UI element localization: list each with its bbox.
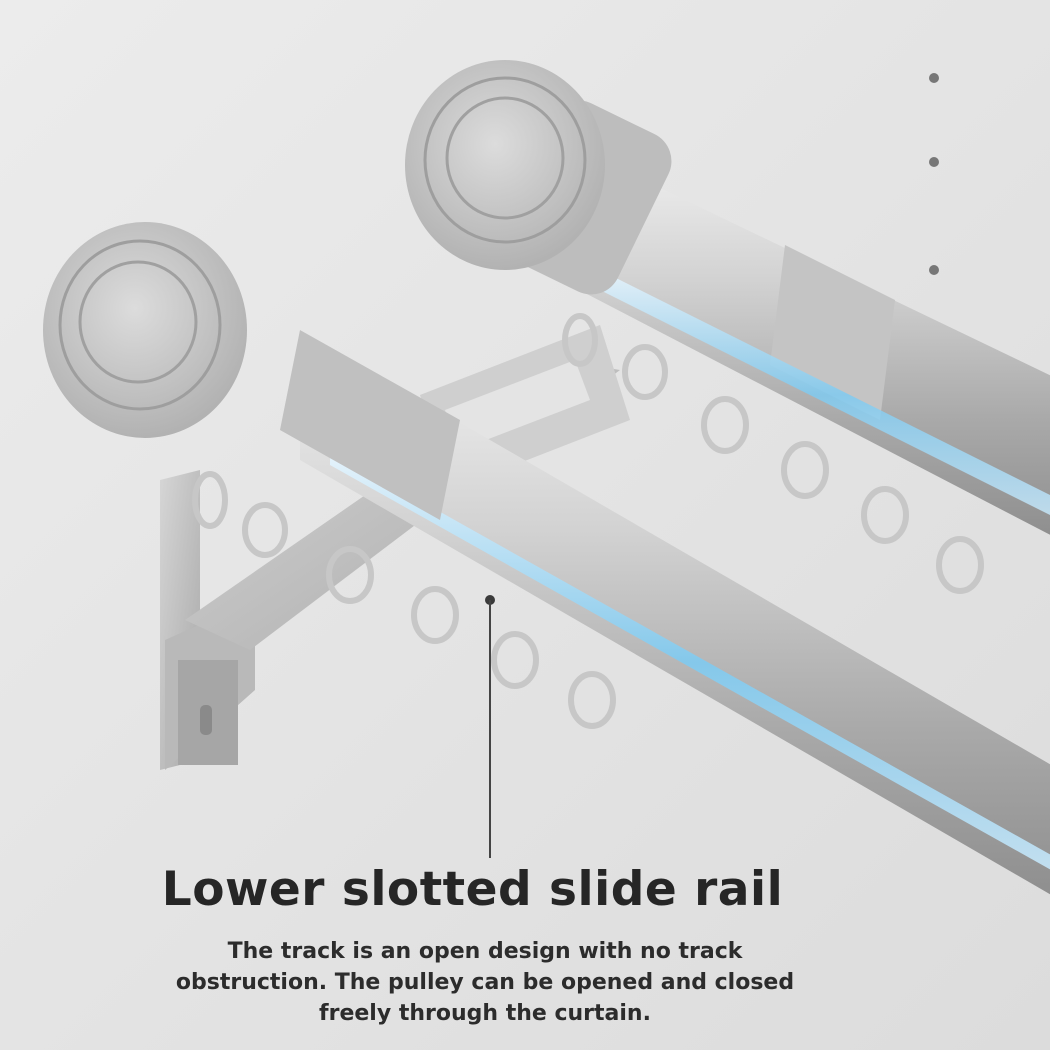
upper-track-rings <box>562 313 984 594</box>
callout-pointer <box>485 595 495 858</box>
decorative-dots <box>929 73 939 275</box>
callout-description: The track is an open design with no trac… <box>175 939 795 1026</box>
callout-title: Lower slotted slide rail <box>161 862 784 917</box>
lower-curtain-rod <box>43 222 1050 895</box>
upper-curtain-rod <box>405 60 1050 535</box>
lower-track-rings <box>192 471 616 729</box>
